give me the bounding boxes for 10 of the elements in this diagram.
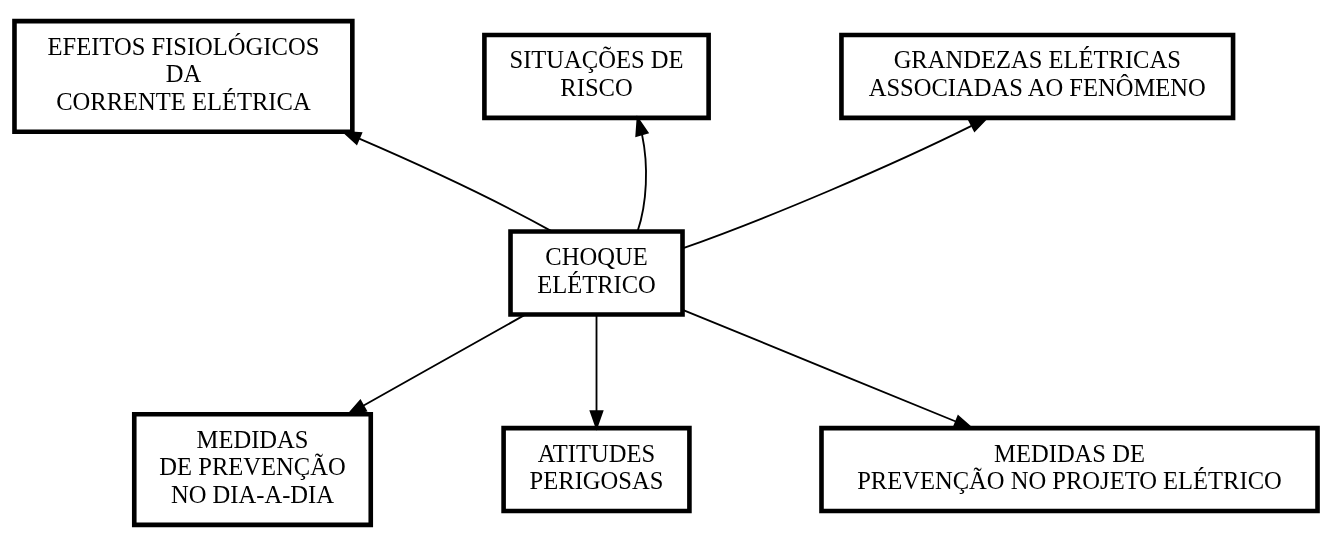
arrow — [589, 313, 604, 431]
node-box: CHOQUE ELÉTRICO — [508, 228, 685, 317]
node-box: MEDIDAS DE PREVENÇÃO NO DIA-A-DIA — [131, 411, 374, 527]
node-box: GRANDEZAS ELÉTRICAS ASSOCIADAS AO FENÔMENO — [839, 32, 1236, 120]
arrow — [346, 313, 527, 415]
node-box: SITUAÇÕES DE RISCO — [482, 32, 711, 120]
node-box: ATITUDES PERIGOSAS — [501, 425, 692, 513]
node-box: EFEITOS FISIOLÓGICOS DA CORRENTE ELÉTRICA — [12, 18, 355, 134]
arrow — [635, 114, 650, 232]
node-box: MEDIDAS DE PREVENÇÃO NO PROJETO ELÉTRICO — [819, 425, 1320, 513]
